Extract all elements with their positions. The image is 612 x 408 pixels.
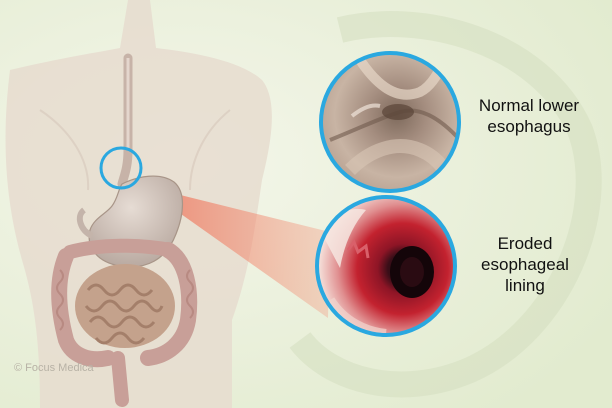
chest-contour-right (189, 109, 231, 191)
intestines (51, 238, 198, 407)
chest-contour (39, 109, 90, 191)
normal-label-line1: Normal lower (478, 96, 580, 115)
normal-label-line2: esophagus (487, 117, 571, 136)
eroded-esophagus-label: Eroded esophageal lining (470, 233, 580, 296)
normal-view-border (319, 51, 461, 193)
eroded-view-border (315, 195, 457, 337)
normal-esophagus-label: Normal lower esophagus (468, 95, 590, 137)
les-highlight-circle (99, 146, 143, 190)
copyright-watermark: © Focus Medica (14, 362, 94, 374)
duodenum (76, 207, 94, 239)
normal-esophagus-view (319, 51, 461, 193)
eroded-esophagus-view (315, 195, 457, 337)
eroded-label-line3: lining (505, 276, 545, 295)
eroded-label-line2: esophageal (481, 255, 569, 274)
zoom-projection (140, 185, 330, 318)
eroded-label-line1: Eroded (497, 234, 553, 253)
background-stomach-shape (289, 11, 602, 398)
